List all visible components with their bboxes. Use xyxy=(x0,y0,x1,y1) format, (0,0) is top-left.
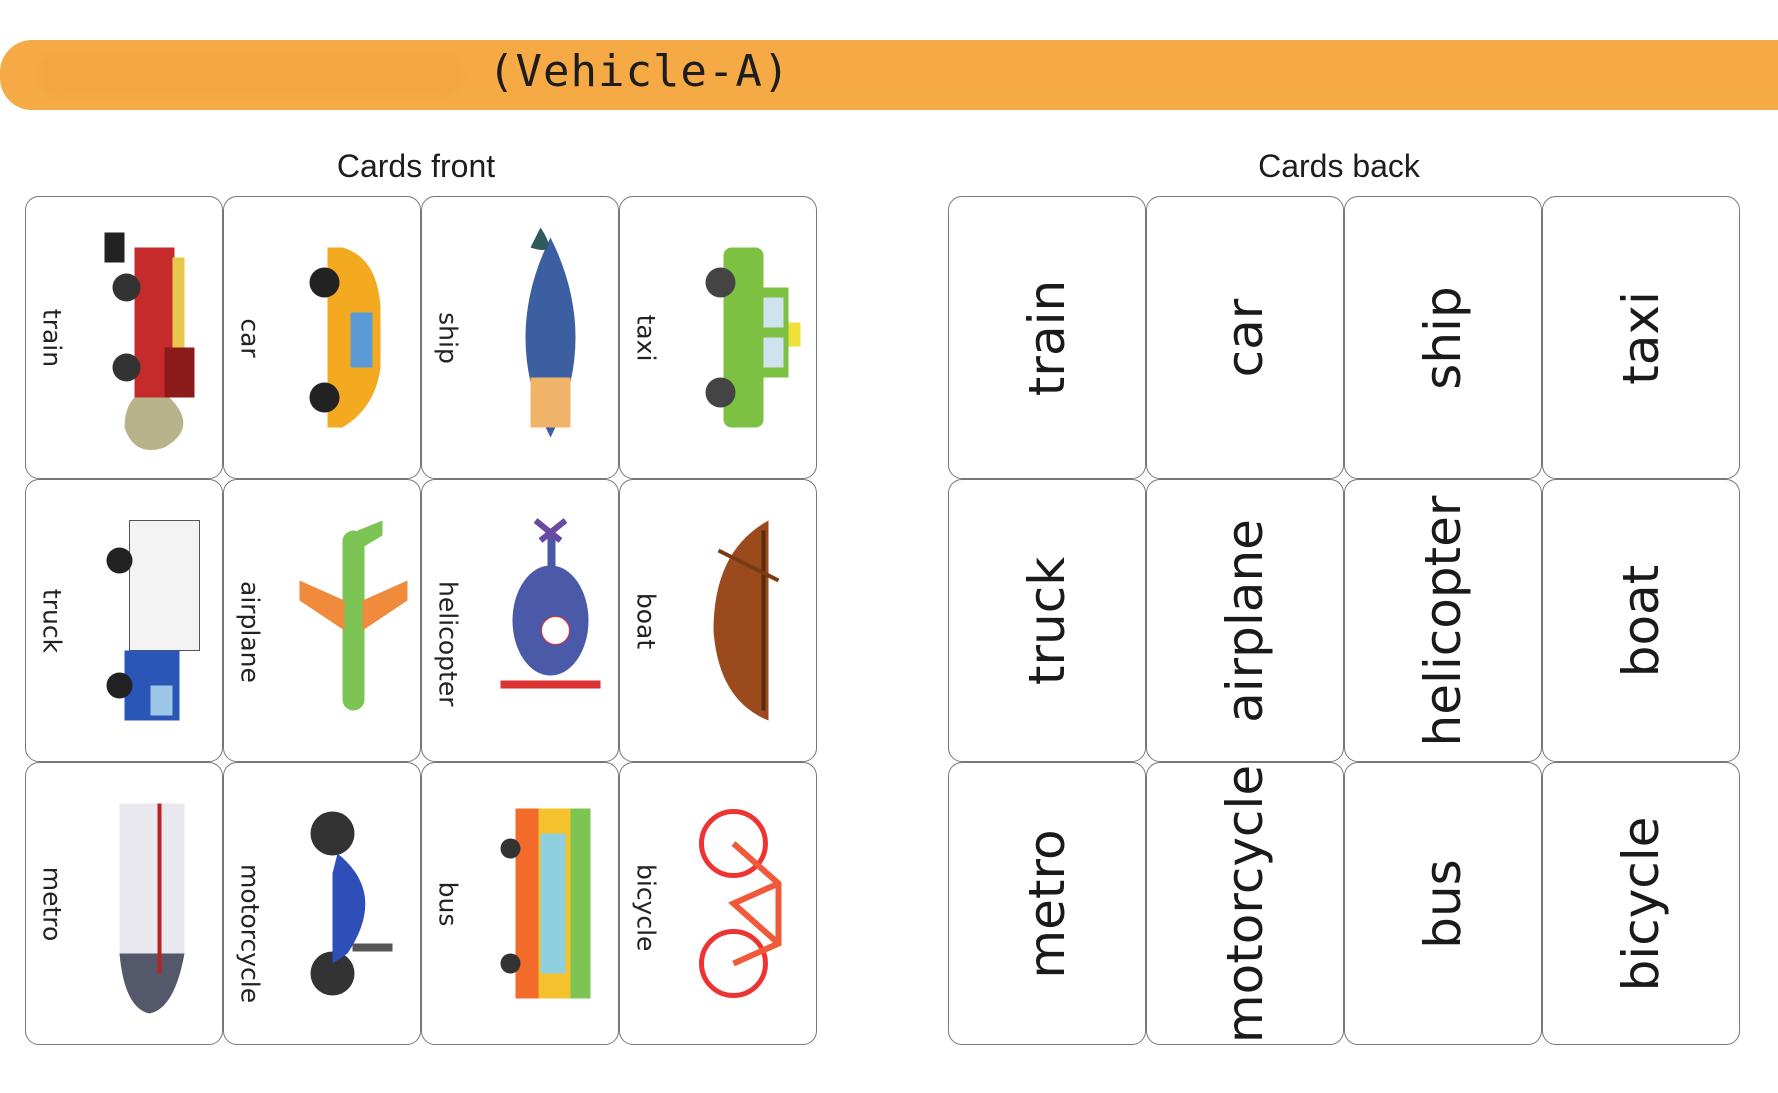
front-card-train: train xyxy=(25,196,223,479)
card-label-text: truck xyxy=(37,588,67,653)
train-icon xyxy=(96,227,214,450)
front-card-helicopter: helicopter xyxy=(421,479,619,762)
cards-front-title: Cards front xyxy=(336,148,496,184)
cards-back-grid: train car ship taxi truck airplane helicopter b… xyxy=(948,196,1740,1045)
back-card-word: helicopter xyxy=(1414,495,1472,746)
back-card-boat: boat xyxy=(1542,479,1740,762)
front-card-label: ship xyxy=(434,298,463,378)
front-card-label: car xyxy=(236,298,265,378)
front-card-label: bus xyxy=(434,864,463,944)
truck-icon xyxy=(96,510,214,733)
bus-icon xyxy=(492,793,610,1016)
back-card-train: train xyxy=(948,196,1146,479)
card-label-text: train xyxy=(37,308,67,367)
back-card-word: train xyxy=(1018,279,1076,396)
card-label-text: helicopter xyxy=(433,580,463,707)
front-card-boat: boat xyxy=(619,479,817,762)
back-card-word: truck xyxy=(1018,556,1076,685)
front-card-motorcycle: motorcycle xyxy=(223,762,421,1045)
back-card-ship: ship xyxy=(1344,196,1542,479)
bicycle-icon xyxy=(690,793,808,1016)
back-card-helicopter: helicopter xyxy=(1344,479,1542,762)
helicopter-icon xyxy=(492,510,610,733)
front-card-label: bicycle xyxy=(632,864,661,951)
back-card-word: car xyxy=(1216,298,1274,377)
back-card-bicycle: bicycle xyxy=(1542,762,1740,1045)
front-card-airplane: airplane xyxy=(223,479,421,762)
card-label-text: bicycle xyxy=(631,863,661,951)
front-card-taxi: taxi xyxy=(619,196,817,479)
back-card-word: boat xyxy=(1612,564,1670,677)
front-card-label: airplane xyxy=(236,581,265,683)
back-card-word: taxi xyxy=(1612,290,1670,385)
front-card-car: car xyxy=(223,196,421,479)
front-card-label: metro xyxy=(38,864,67,944)
blurred-logo xyxy=(40,54,460,96)
back-card-truck: truck xyxy=(948,479,1146,762)
airplane-icon xyxy=(294,510,412,733)
front-card-label: motorcycle xyxy=(236,864,265,1003)
back-card-word: bicycle xyxy=(1612,816,1670,991)
front-card-label: train xyxy=(38,298,67,378)
back-card-metro: metro xyxy=(948,762,1146,1045)
back-card-bus: bus xyxy=(1344,762,1542,1045)
boat-icon xyxy=(690,510,808,733)
front-card-label: boat xyxy=(632,581,661,661)
card-label-text: ship xyxy=(433,311,463,364)
card-label-text: metro xyxy=(37,866,67,941)
card-label-text: airplane xyxy=(235,580,265,683)
cards-back-title: Cards back xyxy=(1258,148,1420,184)
back-card-word: motorcycle xyxy=(1216,764,1274,1043)
motorcycle-icon xyxy=(294,793,412,1016)
front-card-bus: bus xyxy=(421,762,619,1045)
back-card-word: bus xyxy=(1414,858,1472,949)
front-card-metro: metro xyxy=(25,762,223,1045)
taxi-icon xyxy=(690,227,808,450)
card-label-text: bus xyxy=(433,881,463,926)
front-card-label: taxi xyxy=(632,298,661,378)
back-card-taxi: taxi xyxy=(1542,196,1740,479)
front-card-ship: ship xyxy=(421,196,619,479)
card-label-text: boat xyxy=(631,592,661,649)
back-card-airplane: airplane xyxy=(1146,479,1344,762)
front-card-label: helicopter xyxy=(434,581,463,707)
card-label-text: motorcycle xyxy=(235,863,265,1003)
back-card-motorcycle: motorcycle xyxy=(1146,762,1344,1045)
back-card-word: ship xyxy=(1414,285,1472,390)
front-card-truck: truck xyxy=(25,479,223,762)
front-card-label: truck xyxy=(38,581,67,661)
card-label-text: car xyxy=(235,317,265,358)
header-banner: (Vehicle-A) xyxy=(0,40,1778,110)
cards-front-grid: train car ship taxi truck airplane helicopter b… xyxy=(25,196,817,1045)
car-icon xyxy=(294,227,412,450)
front-card-bicycle: bicycle xyxy=(619,762,817,1045)
page-title: (Vehicle-A) xyxy=(488,46,791,97)
back-card-car: car xyxy=(1146,196,1344,479)
metro-icon xyxy=(96,793,214,1016)
back-card-word: airplane xyxy=(1216,518,1274,723)
card-label-text: taxi xyxy=(631,314,661,361)
ship-icon xyxy=(492,227,610,450)
back-card-word: metro xyxy=(1018,828,1076,979)
